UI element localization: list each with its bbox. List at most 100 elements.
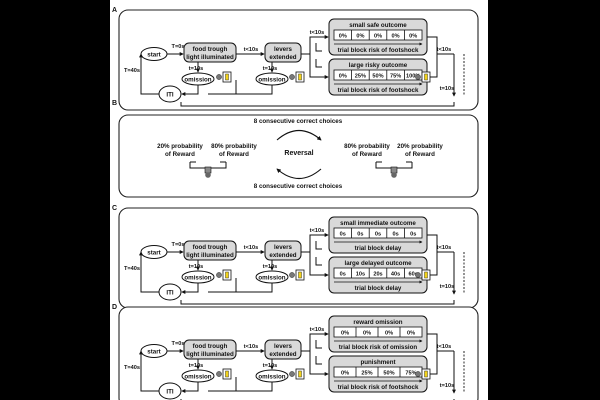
light-icon [424,370,428,378]
levers-box [264,339,302,360]
levers-label-2: extended [269,54,296,61]
outcome-cell: 0s [340,272,346,278]
trough-label-2: light illuminated [186,351,234,358]
levers-label-1: levers [274,46,292,53]
outcome-title: small immediate outcome [340,220,416,227]
fork-down-arrow [309,54,329,79]
t0-label: T=0s [172,44,185,50]
outcome-cell: 0% [374,34,382,40]
t10-label: t=10s [189,264,203,270]
t40-label: T=40s [124,68,140,74]
t10b-label: t=10s [263,264,277,270]
fork-down-arrow [309,351,329,376]
omission-label: omission [184,374,211,381]
light-icon [298,73,302,81]
fork-lt10-label: t<10s [310,228,324,234]
outcome-cell: 100% [406,74,420,80]
rat-icon [289,371,295,377]
right-t10-label: t=10s [440,383,454,389]
top-caption: 8 consecutive correct choices [254,118,343,125]
fork-lever-up [315,241,322,250]
outcome-title: large risky outcome [349,62,408,69]
right-mid-prob-1: 80% probability [344,143,390,150]
omission-label: omission [184,275,211,282]
omission-iti-arrow [181,382,199,393]
levers-box [264,42,302,63]
iti-to-start-arrow [139,350,159,392]
iti-to-start-arrow [139,53,159,95]
right-lever-icon [415,269,431,281]
levers-label-1: levers [274,244,292,251]
right-t10-label: t=10s [440,86,454,92]
outcome-title: large delayed outcome [344,260,412,267]
light-icon [424,271,428,279]
t10-label: t=10s [189,66,203,72]
outcome-cell: 0% [409,34,417,40]
omission2-label: omission [258,275,285,282]
outcome-cell: 0s [392,232,398,238]
outcome-cell: 20s [373,272,382,278]
t10-label: t=10s [189,363,203,369]
right-merge-up [427,36,454,55]
t10b-label: t=10s [263,66,277,72]
rat-icon [205,172,211,178]
omission2-return-line [236,382,273,392]
start-label: start [147,52,160,59]
panel-letter: B [112,100,117,107]
left-prob-1: 20% probability [157,143,203,150]
fork-lt10-label: t<10s [310,327,324,333]
outcome-cell: 0% [392,34,400,40]
right-prob-2: of Reward [405,151,435,158]
left-chamber-icon [189,161,227,178]
outcome-cell: 0% [363,331,371,337]
outcome-axis-label: trial block risk of footshock [338,384,419,391]
rat-icon [391,172,397,178]
t0-label: T=0s [172,242,185,248]
start-label: start [147,349,160,356]
right-merge-up [427,234,454,253]
right-merge-up [427,333,454,352]
iti-to-start-arrow [139,251,159,293]
levers-box [264,240,302,261]
cells-frame [333,29,423,41]
panel-letter: A [112,7,117,14]
right-chamber-icon [375,161,413,178]
omission2-label: omission [258,77,285,84]
fork-lever-down [315,59,322,68]
start-label: start [147,250,160,257]
outcome-cell: 10s [356,272,365,278]
outcome-cell: 50% [372,74,383,80]
outcome-cell: 60s [409,272,418,278]
right-lever-icon [415,71,431,83]
lever-arm [315,340,322,349]
iti-label: ITI [166,389,173,396]
outcome-cell: 0s [375,232,381,238]
rat-icon [415,272,421,278]
levers-lever-icon [289,368,305,380]
iti-label: ITI [166,290,173,297]
outcome-axis-label: trial block risk of omission [339,344,418,351]
outcome-cell: 40s [391,272,400,278]
trough-label-2: light illuminated [186,54,234,61]
trough-lever-icon [216,71,232,83]
food-trough-box [183,339,237,360]
rat-icon [216,74,222,80]
outcome-cell: 0% [385,331,393,337]
outcome-cell: 0s [410,232,416,238]
reversal-arrow-bottom [276,168,322,180]
food-trough-box [183,240,237,261]
trough-label-1: food trough [193,46,228,53]
light-icon [298,370,302,378]
outcome-axis-label: trial block delay [355,245,402,252]
bottom-return-line [180,300,455,305]
trough-lever-icon [216,269,232,281]
outcome-cell: 25% [361,371,372,377]
fork-lever-down [315,257,322,266]
fork-lever-up [315,43,322,52]
